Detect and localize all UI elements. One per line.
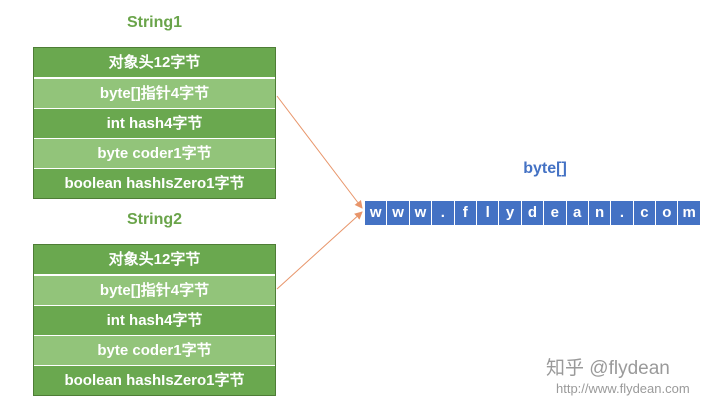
byte-cell: o — [656, 201, 678, 225]
byte-cell: y — [499, 201, 521, 225]
byte-cell: e — [544, 201, 566, 225]
string2-field-header: 对象头12字节 — [34, 245, 275, 276]
byte-array-title: byte[] — [523, 160, 567, 177]
string1-field-hashiszero: boolean hashIsZero1字节 — [34, 169, 275, 198]
string2-title: String2 — [126, 211, 183, 228]
arrow-string1-to-array — [276, 95, 363, 209]
byte-cell: w — [409, 201, 432, 225]
string2-field-pointer: byte[]指针4字节 — [34, 276, 275, 306]
byte-cell: c — [633, 201, 656, 225]
byte-cell: l — [476, 201, 499, 225]
arrow-string2-to-array — [276, 211, 363, 290]
byte-cell: . — [432, 201, 454, 225]
string2-field-coder: byte coder1字节 — [34, 336, 275, 366]
byte-cell: n — [588, 201, 611, 225]
string1-field-pointer: byte[]指针4字节 — [34, 79, 275, 109]
string1-title: String1 — [126, 14, 183, 31]
byte-cell: m — [678, 201, 700, 225]
string1-object: 对象头12字节 byte[]指针4字节 int hash4字节 byte cod… — [33, 47, 276, 199]
string1-field-coder: byte coder1字节 — [34, 139, 275, 169]
string2-object: 对象头12字节 byte[]指针4字节 int hash4字节 byte cod… — [33, 244, 276, 396]
byte-cell: w — [365, 201, 387, 225]
byte-cell: a — [566, 201, 588, 225]
string2-field-hash: int hash4字节 — [34, 306, 275, 336]
watermark-url: http://www.flydean.com — [556, 381, 690, 396]
watermark-main: 知乎 @flydean — [546, 358, 670, 379]
byte-cell: d — [521, 201, 544, 225]
byte-cell: w — [387, 201, 409, 225]
string2-field-hashiszero: boolean hashIsZero1字节 — [34, 366, 275, 395]
byte-cell: . — [611, 201, 633, 225]
string1-field-header: 对象头12字节 — [34, 48, 275, 79]
byte-cell: f — [454, 201, 476, 225]
string1-field-hash: int hash4字节 — [34, 109, 275, 139]
